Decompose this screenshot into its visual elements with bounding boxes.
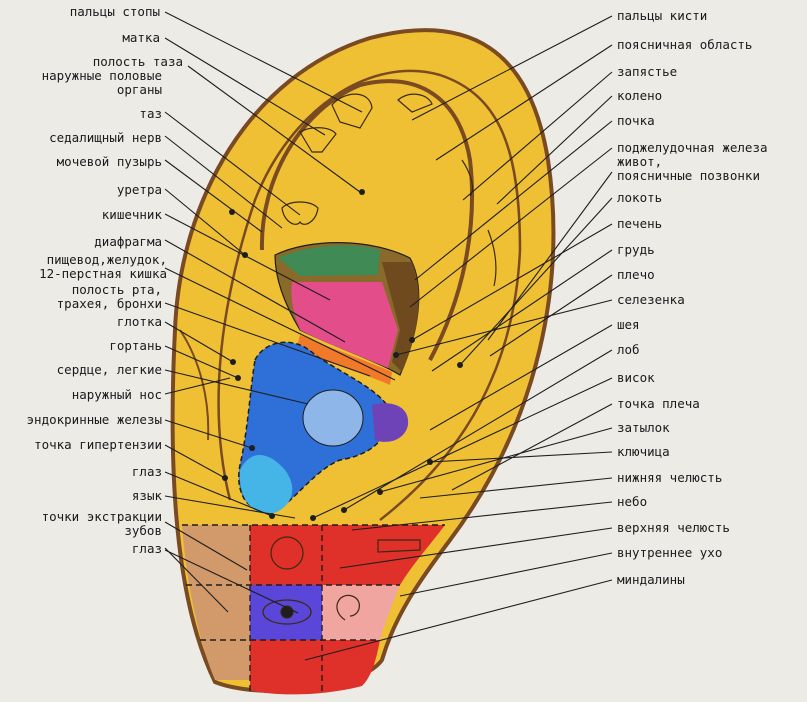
label-tooth-extraction: точки экстракции [41,509,162,524]
lobe-tongue-cell [250,525,322,585]
antihelix-rim [259,79,474,361]
label-fingers: пальцы кисти [617,8,708,23]
label-uterus: матка [122,30,160,45]
purple-zone [372,403,409,442]
hand-icon [397,93,433,113]
cymba-zone [274,242,420,385]
label-trachea-bronchi: трахея, бронхи [56,296,162,311]
label-sciatic-nerve: седалищный нерв [49,130,162,145]
label-endocrine-glands: эндокринные железы [26,412,162,427]
lobe-tonsil-cell [250,640,380,695]
label-inner-ear: внутреннее ухо [617,545,723,560]
label-temple: висок [617,370,655,385]
label-urethra: уретра [116,182,162,197]
label-pharynx: глотка [116,314,162,329]
concha-cyan [239,455,293,515]
label-intestine: кишечник [101,207,162,222]
tongue-icon [270,536,304,570]
label-palate: небо [617,494,648,509]
label-kidney: почка [617,113,655,128]
arm-icon [487,229,497,287]
pelvis-icon [281,201,319,225]
label-eye-upper: глаз [131,464,162,479]
eye-icon [262,599,312,625]
lungs-heart-zone [302,389,364,447]
label-tongue: язык [131,488,162,503]
label-chest: грудь [617,242,655,257]
label-bladder: мочевой пузырь [56,154,162,169]
label-esophagus-stomach: пищевод,желудок, [46,252,167,267]
label-larynx: гортань [109,338,162,353]
label-duodenum: 12-перстная кишка [39,266,167,281]
label-elbow: локоть [617,190,663,205]
label-heart-lungs: сердце, легкие [56,362,162,377]
lobe-inner-ear-cell [322,585,400,640]
lobe-left-tan [182,525,250,680]
label-pelvic-cavity: полость таза [92,54,183,69]
magenta-zone [291,282,398,368]
label-genitalia-organs: органы [116,82,162,97]
green-zone [278,245,380,276]
ear-lobe [182,524,445,695]
label-diaphragm: диафрагма [94,234,162,249]
label-lumbar-vertebrae: поясничные позвонки [617,168,760,183]
label-shoulder-point: точка плеча [617,396,700,411]
label-lumbar-region: поясничная область [617,37,753,52]
label-hypertension-point: точка гипертензии [34,437,162,452]
concha-zone [179,329,409,515]
leader-lines [164,11,613,661]
cymba-right-brown [382,262,419,372]
label-external-genitalia: наружные половые [41,68,162,83]
label-external-nose: наружный нос [71,387,162,402]
label-occiput: затылок [617,420,670,435]
label-lower-jaw: нижняя челюсть [617,470,723,485]
label-pelvis: таз [139,106,162,121]
inner-ear-icon [336,594,360,621]
tragus-area [179,329,210,441]
label-pancreas: поджелудочная железа [617,140,768,155]
label-wrist: запястье [617,64,678,79]
jaw-icon [377,539,421,553]
label-toes: пальцы стопы [69,4,160,19]
label-spleen: селезенка [617,292,685,307]
label-abdomen: живот, [617,154,663,169]
label-oral-cavity: полость рта, [71,282,162,297]
orange-strip [296,335,392,385]
label-teeth: зубов [124,523,162,538]
label-liver: печень [617,216,663,231]
uterus-icon [299,127,337,153]
helix-rim [217,69,522,521]
label-shoulder: плечо [617,267,655,282]
label-forehead: лоб [617,342,640,357]
label-upper-jaw: верхняя челюсть [617,520,730,535]
label-knee: колено [617,88,663,103]
label-eye-lower: глаз [131,541,162,556]
label-tonsils: миндалины [617,572,685,587]
knee-icon [461,159,474,197]
label-neck: шея [617,317,640,332]
label-clavicle: ключица [617,444,670,459]
